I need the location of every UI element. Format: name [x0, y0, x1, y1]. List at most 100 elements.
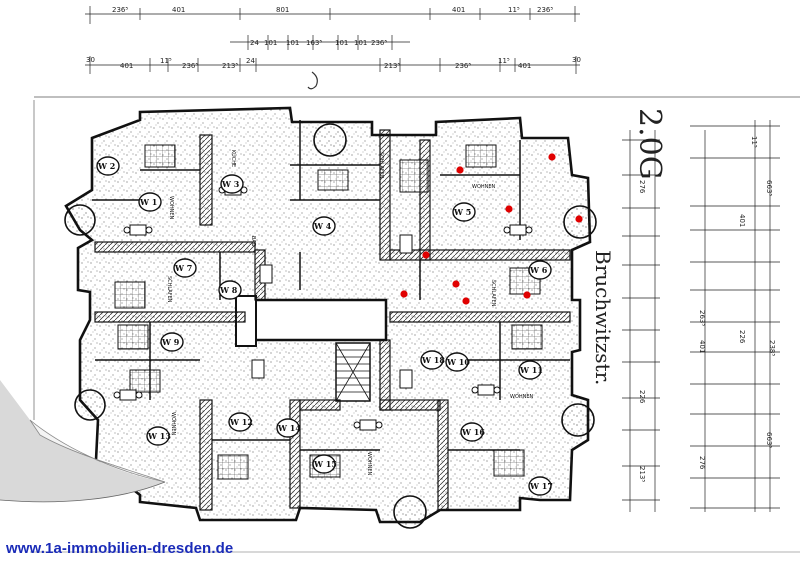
- apartment-label: W 18: [420, 350, 445, 370]
- svg-text:W 15: W 15: [313, 459, 337, 469]
- handwritten-number: 2.0G: [632, 108, 667, 180]
- svg-text:226: 226: [638, 390, 646, 404]
- svg-text:401: 401: [518, 62, 531, 70]
- svg-text:213⁵: 213⁵: [384, 62, 400, 70]
- svg-text:226: 226: [738, 330, 746, 344]
- svg-text:238⁵: 238⁵: [768, 340, 776, 356]
- apartment-label: W 5: [452, 202, 476, 222]
- apartment-label: W 3: [220, 174, 244, 194]
- right-dimension-texts: 663⁵ 11⁵ 401 263⁵ 226 276 238⁵ 226 401 6…: [638, 136, 776, 482]
- svg-text:11⁵: 11⁵: [160, 57, 172, 65]
- svg-text:BAD: BAD: [250, 236, 256, 247]
- top-dimension-texts: 236⁵ 401 801 401 11⁵ 236⁵ 24 101 101 163…: [86, 6, 581, 70]
- svg-text:W 6: W 6: [529, 265, 548, 275]
- svg-text:W 5: W 5: [453, 207, 471, 217]
- balcony: [64, 204, 96, 236]
- light-well: [244, 298, 388, 342]
- svg-text:SCHLAFEN: SCHLAFEN: [166, 276, 172, 303]
- svg-text:663⁵: 663⁵: [765, 180, 773, 196]
- svg-text:W 4: W 4: [313, 221, 332, 231]
- apartment-label: W 16: [460, 422, 485, 442]
- red-marker: [575, 215, 583, 223]
- svg-text:W 11: W 11: [519, 365, 543, 375]
- svg-text:11⁵: 11⁵: [508, 6, 520, 14]
- svg-text:W 7: W 7: [174, 263, 192, 273]
- page-curl: [0, 380, 166, 503]
- bed: [217, 454, 249, 480]
- apartment-label: W 9: [160, 332, 184, 352]
- svg-text:236⁵: 236⁵: [371, 39, 387, 47]
- apartment-label: W 2: [96, 156, 120, 176]
- red-marker: [456, 166, 464, 174]
- svg-text:213⁵: 213⁵: [638, 466, 646, 482]
- website-url[interactable]: www.1a-immobilien-dresden.de: [6, 540, 234, 557]
- svg-text:WOHNEN: WOHNEN: [170, 412, 176, 436]
- svg-text:W 13: W 13: [147, 431, 171, 441]
- red-marker: [548, 153, 556, 161]
- svg-text:W 3: W 3: [221, 179, 240, 189]
- svg-text:263⁵: 263⁵: [698, 310, 706, 326]
- balcony: [561, 403, 595, 437]
- svg-text:WOHNEN: WOHNEN: [510, 394, 534, 400]
- apartment-label: W 8: [218, 280, 242, 300]
- handwritten-street: Bruchwitzstr.: [591, 250, 615, 385]
- floor-plan: WOHNEN KÜCHE SCHLAFEN BAD WOHNEN SCHLAFE…: [64, 106, 597, 529]
- svg-text:W 16: W 16: [461, 427, 485, 437]
- bed: [399, 159, 429, 193]
- room-labels: WOHNEN KÜCHE SCHLAFEN BAD WOHNEN SCHLAFE…: [166, 150, 534, 476]
- bed: [511, 324, 543, 350]
- svg-text:WOHNEN: WOHNEN: [168, 196, 174, 220]
- svg-text:KÜCHE: KÜCHE: [230, 150, 237, 167]
- apartment-label: W 6: [528, 260, 552, 280]
- svg-text:24: 24: [246, 57, 255, 65]
- svg-text:213⁵: 213⁵: [222, 62, 238, 70]
- bed: [465, 144, 497, 168]
- svg-text:801: 801: [276, 6, 289, 14]
- red-markers: [400, 153, 583, 305]
- apartment-label: W 7: [173, 258, 197, 278]
- balcony: [393, 495, 427, 529]
- svg-text:663⁵: 663⁵: [765, 432, 773, 448]
- apartment-label: W 15: [312, 454, 337, 474]
- svg-text:30: 30: [572, 56, 581, 64]
- svg-text:401: 401: [738, 214, 746, 227]
- svg-text:401: 401: [120, 62, 133, 70]
- svg-text:30: 30: [86, 56, 95, 64]
- apartment-label: W 14: [276, 418, 301, 438]
- apartment-label: W 12: [228, 412, 253, 432]
- red-marker: [400, 290, 408, 298]
- red-marker: [422, 251, 430, 259]
- svg-text:W 10: W 10: [446, 357, 470, 367]
- svg-text:W 14: W 14: [277, 423, 301, 433]
- svg-text:276: 276: [698, 456, 706, 470]
- svg-text:401: 401: [698, 340, 706, 353]
- balcony: [313, 123, 347, 157]
- bed: [493, 449, 525, 477]
- svg-text:W 8: W 8: [219, 285, 238, 295]
- svg-text:163⁵: 163⁵: [306, 39, 322, 47]
- apartment-markers: W 1 W 2 W 3 W 4 W 5 W 6 W 7 W 8 W 9 W 10…: [96, 156, 553, 496]
- red-marker: [505, 205, 513, 213]
- svg-text:W 1: W 1: [139, 197, 157, 207]
- red-marker: [523, 291, 531, 299]
- right-dimension-chains: [622, 120, 780, 512]
- svg-text:276: 276: [638, 180, 646, 194]
- svg-text:236⁵: 236⁵: [182, 62, 198, 70]
- svg-text:236⁵: 236⁵: [537, 6, 553, 14]
- svg-text:WOHNEN: WOHNEN: [472, 184, 496, 190]
- bed: [144, 144, 176, 168]
- svg-text:SCHLAFEN: SCHLAFEN: [490, 280, 496, 307]
- svg-text:11⁵: 11⁵: [750, 136, 758, 148]
- svg-text:101: 101: [354, 39, 367, 47]
- svg-text:WOHNEN: WOHNEN: [366, 452, 372, 476]
- svg-text:101: 101: [286, 39, 299, 47]
- svg-text:W 18: W 18: [421, 355, 445, 365]
- apartment-label: W 1: [138, 192, 162, 212]
- svg-text:W 2: W 2: [97, 161, 115, 171]
- apartment-label: W 10: [445, 352, 470, 372]
- svg-text:W 17: W 17: [529, 481, 553, 491]
- svg-text:101: 101: [264, 39, 277, 47]
- apartment-label: W 13: [146, 426, 171, 446]
- bed: [317, 169, 349, 191]
